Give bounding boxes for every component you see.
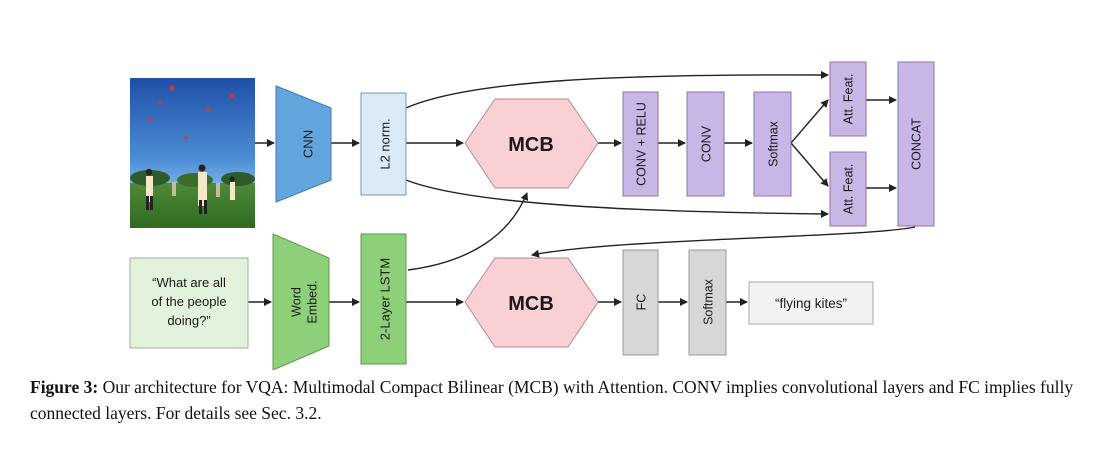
conv-relu-label: CONV + RELU [635, 102, 649, 186]
lstm-block: 2-Layer LSTM [360, 233, 407, 365]
lstm-label: 2-Layer LSTM [378, 258, 393, 340]
question-box: “What are all of the people doing?” [129, 257, 249, 349]
question-line-2: of the people [151, 294, 226, 309]
conv-relu-block: CONV + RELU [622, 91, 659, 197]
att-feat-block-1: Att. Feat. [829, 61, 867, 137]
input-image [130, 78, 255, 228]
figure-caption: Figure 3: Our architecture for VQA: Mult… [30, 374, 1080, 426]
softmax-bottom-block: Softmax [688, 249, 727, 356]
architecture-diagram: CNN L2 norm. MCB CONV + RELU CONV Softma… [129, 61, 935, 370]
att-feat-label-2: Att. Feat. [842, 164, 856, 215]
softmax-top-block: Softmax [753, 91, 792, 197]
concat-label: CONCAT [910, 118, 924, 170]
l2-norm-label: L2 norm. [378, 118, 393, 169]
question-line-1: “What are all [152, 275, 226, 290]
answer-box: “flying kites” [748, 281, 874, 325]
mcb-top-block: MCB [464, 98, 599, 189]
connectors [248, 70, 916, 306]
word-embed-label-2: Embed. [306, 280, 320, 323]
cnn-label: CNN [301, 130, 316, 158]
question-line-3: doing?” [167, 313, 210, 328]
att-feat-label-1: Att. Feat. [842, 74, 856, 125]
cnn-block: CNN [275, 85, 332, 203]
concat-block: CONCAT [897, 61, 935, 227]
caption-label: Figure 3: [30, 377, 99, 397]
att-feat-block-2: Att. Feat. [829, 151, 867, 227]
mcb-bottom-block: MCB [464, 257, 599, 348]
answer-label: “flying kites” [775, 296, 847, 311]
caption-text: Our architecture for VQA: Multimodal Com… [30, 377, 1074, 423]
fc-block: FC [622, 249, 659, 356]
word-embed-label-1: Word [290, 287, 304, 317]
mcb-bottom-label: MCB [508, 293, 554, 315]
softmax-top-label: Softmax [767, 120, 781, 167]
conv-label: CONV [700, 125, 714, 162]
conv-block: CONV [686, 91, 725, 197]
l2-norm-block: L2 norm. [360, 92, 407, 196]
mcb-top-label: MCB [508, 134, 554, 156]
word-embed-block: Word Embed. [272, 233, 330, 370]
fc-label: FC [635, 294, 649, 311]
softmax-bottom-label: Softmax [702, 278, 716, 325]
